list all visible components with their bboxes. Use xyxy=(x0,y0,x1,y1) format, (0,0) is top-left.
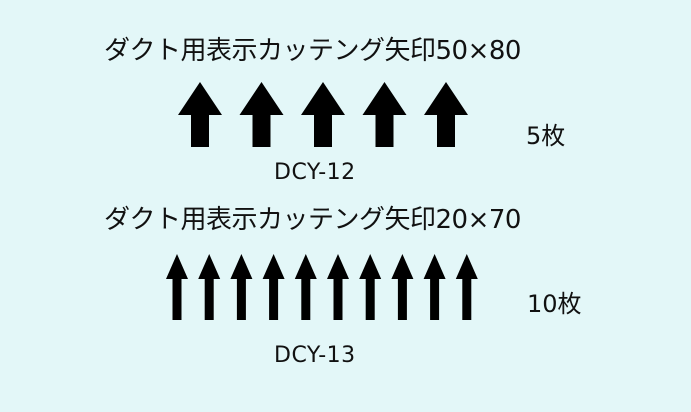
product-1-code: DCY-12 xyxy=(274,160,356,185)
arrow-icon xyxy=(294,254,317,320)
arrow-icon xyxy=(239,82,284,147)
arrow-icon xyxy=(359,254,382,320)
arrow-icon xyxy=(362,82,407,147)
arrow-icon xyxy=(301,82,345,147)
arrow-icon xyxy=(178,82,222,147)
arrow-icon xyxy=(166,254,188,320)
arrow-icon xyxy=(455,254,478,320)
arrow-icon xyxy=(423,254,446,320)
arrow-icon xyxy=(262,254,285,320)
product-2-code: DCY-13 xyxy=(274,343,356,368)
arrow-icon xyxy=(198,254,221,320)
product-2-title: ダクト用表示カッテング矢印20×70 xyxy=(104,205,521,235)
product-1-quantity: 5枚 xyxy=(526,122,566,150)
arrow-icon xyxy=(424,82,468,147)
product-2-quantity: 10枚 xyxy=(527,290,582,318)
arrow-icon xyxy=(230,254,253,320)
arrow-icon xyxy=(391,254,414,320)
product-1-title: ダクト用表示カッテング矢印50×80 xyxy=(104,36,521,66)
arrow-icon xyxy=(327,254,349,320)
